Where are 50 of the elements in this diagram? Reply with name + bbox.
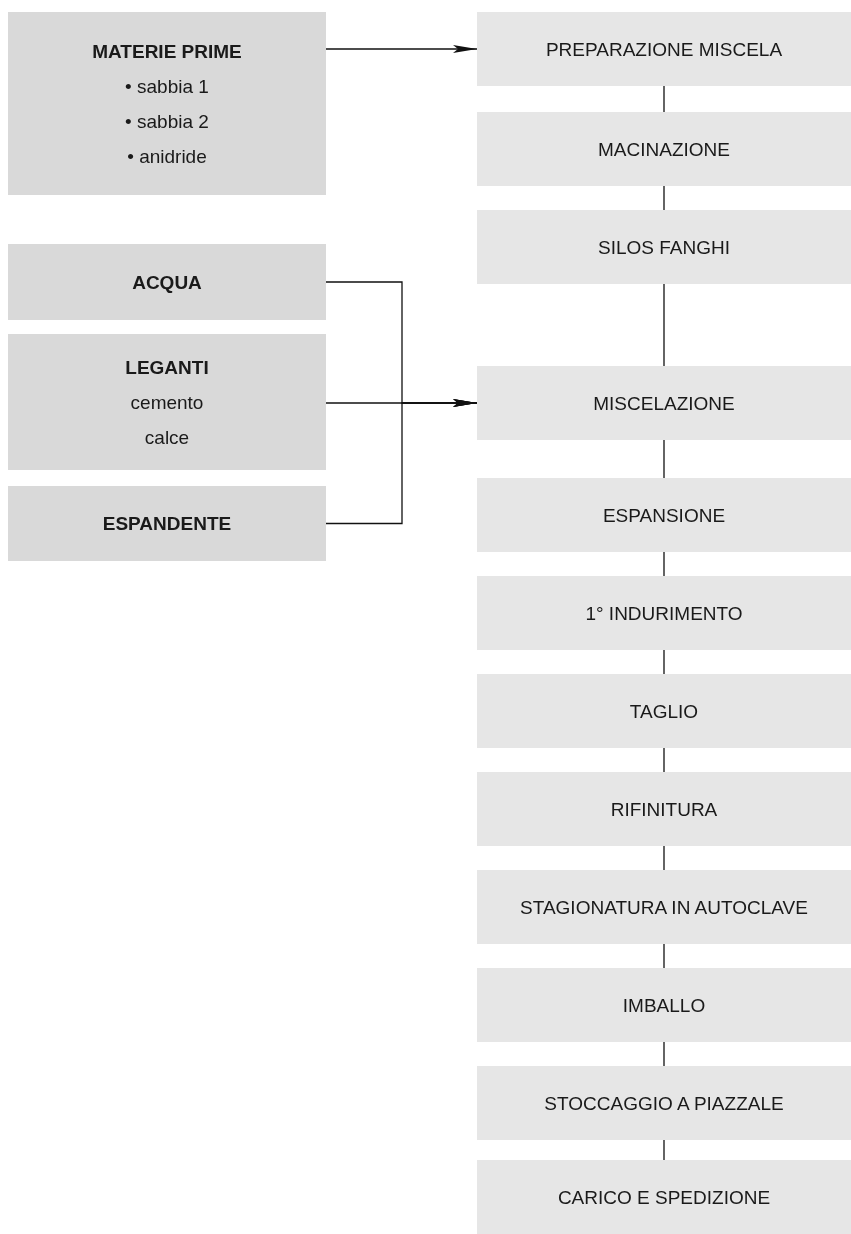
process-box (477, 968, 851, 1042)
box-heading: LEGANTI (125, 355, 209, 380)
process-box (477, 674, 851, 748)
process-box (8, 486, 326, 561)
process-box (477, 576, 851, 650)
box-label: ESPANSIONE (602, 503, 726, 528)
box-label: STAGIONATURA IN AUTOCLAVE (520, 895, 808, 920)
connector-line (663, 845, 665, 871)
connector-line (663, 439, 665, 479)
process-box (477, 112, 851, 186)
box-heading: ESPANDENTE (102, 512, 232, 536)
box-label: TAGLIO (629, 699, 699, 724)
box-label: MISCELAZIONE (593, 391, 735, 416)
connector-line (663, 85, 665, 113)
connector-line (663, 551, 665, 577)
process-box (477, 366, 851, 440)
connector-line (663, 283, 665, 367)
box-label: calce (144, 425, 190, 450)
process-box (477, 870, 851, 944)
connector-line (325, 45, 478, 53)
box-heading: ACQUA (132, 270, 202, 295)
connector-line (663, 747, 665, 773)
box-label: IMBALLO (622, 993, 706, 1018)
process-box (477, 478, 851, 552)
connector-line (325, 399, 478, 525)
box-label: SILOS FANGHI (598, 235, 730, 260)
process-box (477, 12, 851, 86)
box-label: RIFINITURA (610, 797, 718, 822)
process-box (477, 1160, 851, 1234)
process-box (8, 334, 326, 470)
process-box (477, 772, 851, 846)
box-label: cemento (130, 390, 204, 415)
box-label: PREPARAZIONE MISCELA (545, 37, 783, 62)
box-label: CARICO E SPEDIZIONE (557, 1185, 771, 1210)
process-box (477, 1066, 851, 1140)
connector-line (663, 943, 665, 969)
connector-line (663, 185, 665, 211)
process-box (477, 210, 851, 284)
box-heading: MATERIE PRIME (92, 39, 242, 64)
bullet-item: • anidride (127, 144, 207, 169)
connector-line (663, 649, 665, 675)
connector-line (663, 1041, 665, 1067)
box-label: MACINAZIONE (598, 137, 730, 162)
connector-line (663, 1139, 665, 1161)
process-box (8, 12, 326, 195)
box-label: STOCCAGGIO A PIAZZALE (544, 1091, 784, 1116)
bullet-item: • sabbia 1 (125, 74, 209, 99)
box-label: 1° INDURIMENTO (585, 601, 743, 626)
bullet-item: • sabbia 2 (125, 109, 209, 134)
process-box (8, 244, 326, 320)
